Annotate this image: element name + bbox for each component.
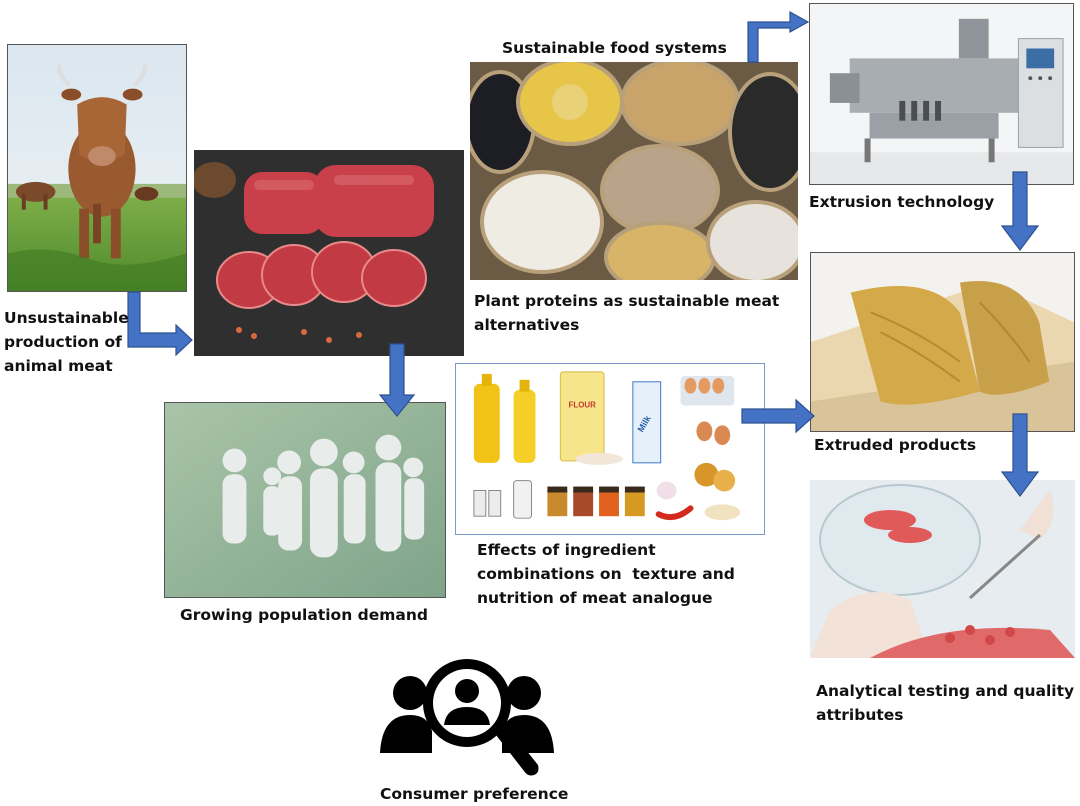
flour-label: FLOUR <box>569 401 597 410</box>
extrusion-machine-image <box>809 3 1074 185</box>
caption-line: animal meat <box>4 357 113 375</box>
arrow-cow-to-meat <box>127 291 193 357</box>
caption-extruded-products: Extruded products <box>814 436 977 454</box>
caption-line: attributes <box>816 706 904 724</box>
caption-consumer-preference: Consumer preference <box>380 785 569 803</box>
caption-growing-population: Growing population demand <box>180 606 428 624</box>
caption-line: production of <box>4 333 122 351</box>
caption-plant-proteins: Plant proteins as sustainable meat alter… <box>474 289 779 337</box>
meat-image <box>194 150 464 356</box>
extruded-products-image <box>810 252 1075 432</box>
caption-line: alternatives <box>474 316 580 334</box>
cow-image <box>7 44 187 292</box>
arrow-grains-to-extrusion <box>747 10 810 63</box>
caption-line: nutrition of meat analogue <box>477 589 713 607</box>
caption-analytical-testing: Analytical testing and quality attribute… <box>816 679 1074 727</box>
people-figures-image <box>164 402 446 598</box>
caption-unsustainable-production: Unsustainable production of animal meat <box>4 306 129 378</box>
consumer-search-icon <box>378 655 556 781</box>
caption-extrusion-technology: Extrusion technology <box>809 193 995 211</box>
caption-ingredient-effects: Effects of ingredient combinations on te… <box>477 538 735 610</box>
caption-sustainable-food-systems: Sustainable food systems <box>502 39 727 57</box>
caption-line: combinations on texture and <box>477 565 735 583</box>
grain-sacks-image <box>470 62 798 280</box>
analytical-testing-image <box>810 480 1075 658</box>
caption-line: Plant proteins as sustainable meat <box>474 292 780 310</box>
ingredients-image: FLOUR Milk <box>455 363 765 535</box>
caption-line: Analytical testing and quality <box>816 682 1075 700</box>
caption-line: Unsustainable <box>4 309 129 327</box>
caption-line: Effects of ingredient <box>477 541 656 559</box>
